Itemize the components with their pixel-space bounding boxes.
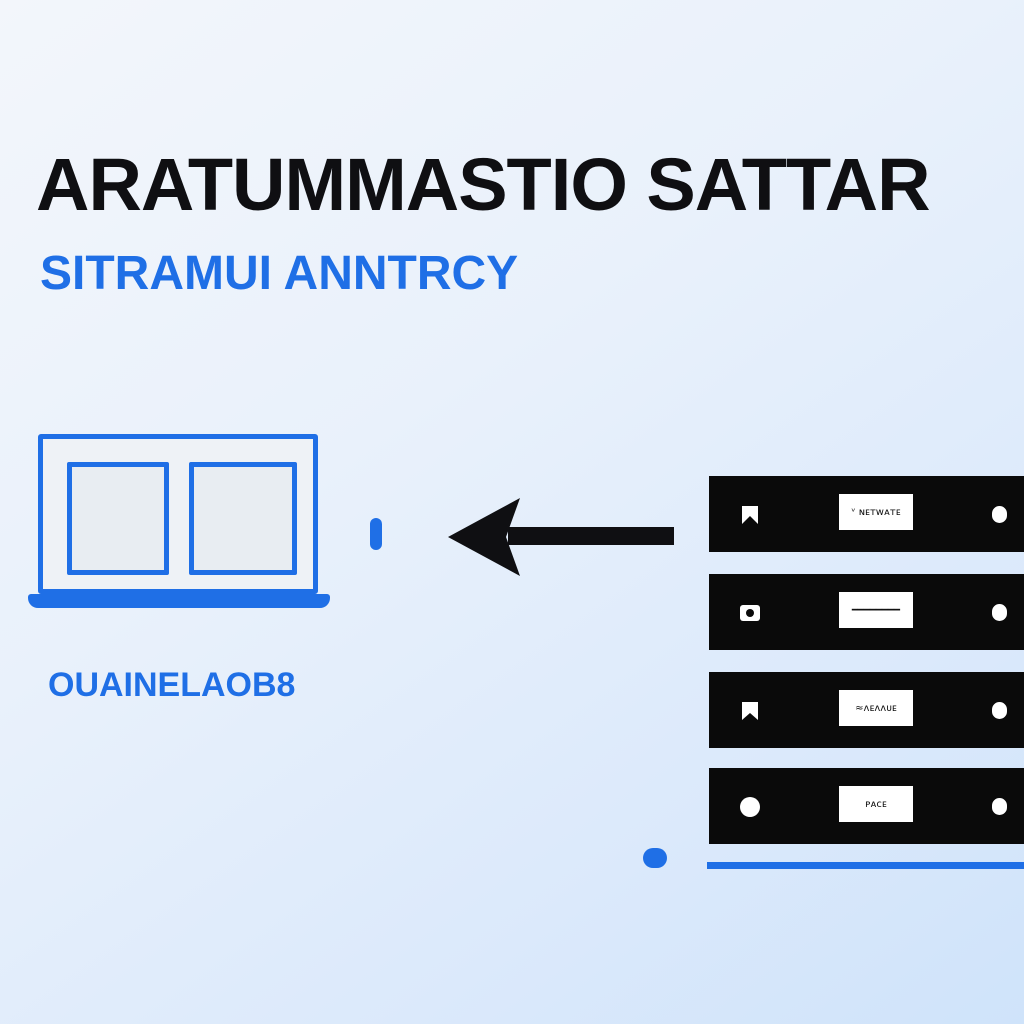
drive-icon [740,605,760,621]
unit-display: ᵛ ɴᴇᴛᴡᴀᴛᴇ [839,494,913,530]
unit-display: ᴘᴀᴄᴇ [839,786,913,822]
laptop-screen [38,434,318,594]
rack-base-line [707,862,1024,869]
page-subtitle: SITRAMUI ANNTRCY [40,247,519,300]
connection-dot-icon [370,518,382,550]
bookmark-icon [742,702,758,720]
bookmark-icon [742,506,758,524]
server-unit: ≈ᴧᴇᴧʌᴜᴇ [709,672,1024,748]
status-led-icon [992,798,1007,815]
unit-display: ━━━━━━━━ [839,592,913,628]
laptop-icon [28,434,330,616]
connection-dot-icon [643,848,667,868]
unit-display: ≈ᴧᴇᴧʌᴜᴇ [839,690,913,726]
page-title: ARATUMMASTIO SATTAR [36,143,931,226]
status-led-icon [992,506,1007,523]
window-pane-left [67,462,169,575]
power-icon [740,797,760,817]
status-led-icon [992,604,1007,621]
client-label: OUAINELAOB8 [48,666,296,704]
window-pane-right [189,462,297,575]
arrow-left-icon [448,498,674,576]
server-rack-icon: ᵛ ɴᴇᴛᴡᴀᴛᴇ ━━━━━━━━ ≈ᴧᴇᴧʌᴜᴇ ᴘᴀᴄᴇ [709,476,1024,844]
laptop-base [28,594,330,608]
server-unit: ━━━━━━━━ [709,574,1024,650]
status-led-icon [992,702,1007,719]
server-unit: ᴘᴀᴄᴇ [709,768,1024,844]
server-unit: ᵛ ɴᴇᴛᴡᴀᴛᴇ [709,476,1024,552]
